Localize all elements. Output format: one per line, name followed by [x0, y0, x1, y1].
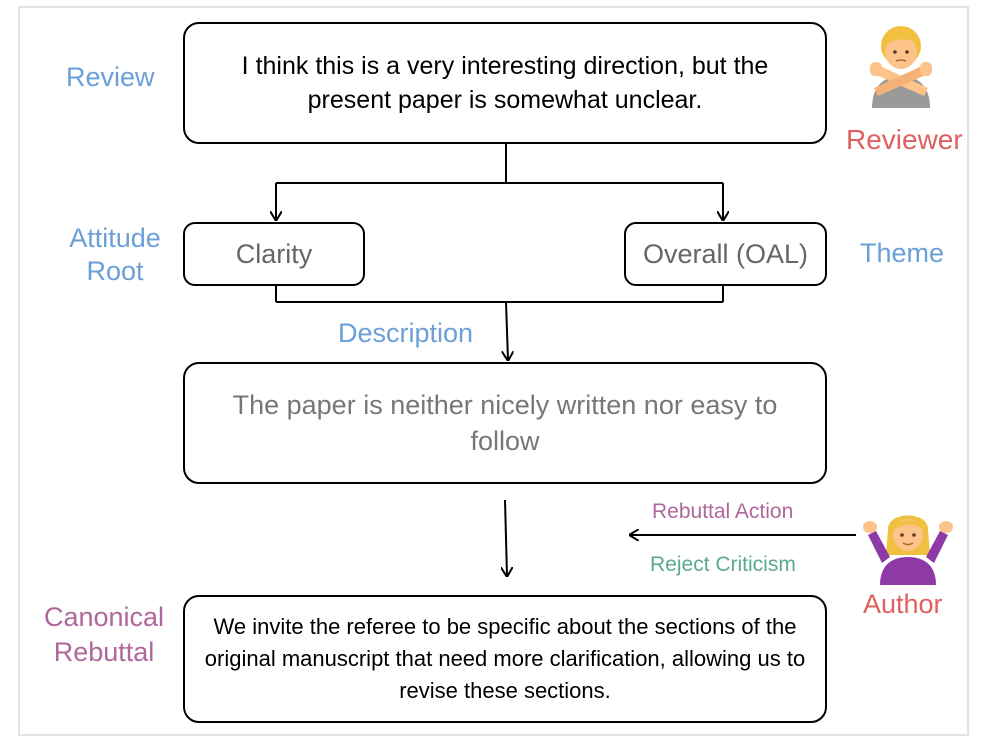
theme-box: Overall (OAL)	[624, 222, 827, 286]
figure-frame	[18, 6, 969, 736]
canonical-rebuttal-label: Canonical Rebuttal	[34, 600, 174, 670]
canonical-rebuttal-box: We invite the referee to be specific abo…	[183, 595, 827, 723]
arrow-to-rebuttal	[505, 499, 507, 576]
author-label: Author	[863, 589, 943, 619]
attitude-root-label-line1: Attitude	[69, 223, 161, 253]
attitude-root-box: Clarity	[183, 222, 365, 286]
canonical-rebuttal-label-line1: Canonical	[43, 602, 165, 632]
reviewer-label: Reviewer	[846, 124, 963, 155]
attitude-root-label-line2: Root	[86, 256, 144, 286]
arrow-to-description	[506, 301, 508, 360]
rebuttal-action-label: Rebuttal Action	[652, 500, 794, 523]
theme-label: Theme	[860, 238, 945, 268]
review-box: I think this is a very interesting direc…	[183, 22, 827, 144]
description-box: The paper is neither nicely written nor …	[183, 362, 827, 484]
person-gesturing-no-icon	[870, 26, 932, 108]
attitude-root-label: Attitude Root	[56, 222, 174, 288]
description-label: Description	[338, 318, 474, 348]
person-shrugging-icon	[863, 515, 953, 585]
reject-criticism-label: Reject Criticism	[650, 553, 796, 576]
canonical-rebuttal-label-line2: Rebuttal	[53, 637, 155, 667]
review-label: Review	[66, 62, 155, 92]
